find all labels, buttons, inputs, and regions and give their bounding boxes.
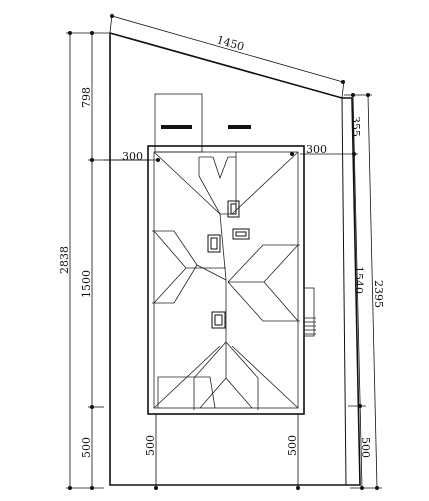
top-dimension: 1450	[109, 13, 345, 99]
hip-br	[231, 345, 299, 409]
site-boundary	[109, 32, 361, 486]
top-dim-tick-right	[341, 80, 345, 84]
bottom-left-block	[157, 376, 216, 409]
right-dimensions: 355 1540 500 2395	[300, 93, 385, 490]
right-tick-2	[352, 152, 356, 156]
hip-tr	[231, 151, 299, 215]
porch-hip2	[225, 377, 253, 409]
top-dim-line	[111, 15, 344, 83]
bottom-dimensions: 500 500	[144, 414, 300, 490]
vent-3-outer	[207, 234, 221, 253]
offset-right-tick	[290, 152, 294, 156]
left-lower-label: 500	[80, 437, 93, 458]
right-middle-label: 1540	[352, 266, 365, 294]
top-dim-label: 1450	[215, 33, 245, 53]
right-chain-line	[352, 94, 363, 489]
left-total-label: 2838	[58, 246, 71, 274]
porch-bottom	[193, 341, 259, 410]
right-tick-6	[375, 486, 379, 490]
wing-right-hip2	[263, 281, 299, 322]
gate-bar-left	[161, 125, 192, 129]
right-lower-label: 500	[359, 437, 372, 458]
right-tick-4	[360, 486, 364, 490]
vent-1-outer	[227, 200, 240, 218]
house-inner	[153, 151, 299, 409]
vent-1-inner	[230, 203, 237, 215]
vent-2-outer	[232, 228, 250, 240]
gate-bar-right	[228, 125, 251, 129]
stair-frame	[303, 287, 315, 337]
right-upper-label: 355	[349, 116, 362, 137]
bottom-left-label: 500	[144, 435, 157, 456]
right-tick-5	[366, 93, 370, 97]
roof-lines	[152, 151, 300, 410]
left-dimensions: 798 1500 500 2838	[58, 31, 150, 490]
house-footprint	[147, 145, 305, 415]
hip-tl	[153, 151, 221, 215]
vent-2-inner	[235, 231, 247, 237]
top-dim-tick-left	[110, 14, 114, 18]
dormer-top	[198, 156, 237, 215]
right-tick-1	[351, 93, 355, 97]
boundary-inner-right	[341, 97, 347, 486]
vent-4-inner	[214, 314, 223, 326]
right-total-label: 2395	[372, 280, 385, 308]
side-stair	[303, 287, 316, 337]
wing-left-valley	[196, 264, 227, 281]
house-outer	[147, 145, 305, 415]
offset-dimensions: 300 300	[104, 143, 327, 163]
offset-left-tick	[156, 158, 160, 162]
wing-left-hip1	[153, 230, 187, 269]
wing-left-hip2	[153, 267, 187, 304]
vent-3-inner	[210, 237, 218, 250]
left-tick-4	[90, 158, 94, 162]
ridge-top	[219, 213, 227, 281]
left-tick-5	[90, 405, 94, 409]
gate-block	[154, 93, 251, 153]
bottom-right-tick	[296, 486, 300, 490]
offset-right-label: 300	[306, 143, 327, 156]
wing-right	[227, 244, 300, 322]
bottom-left-tick	[154, 486, 158, 490]
bottom-right-label: 500	[286, 435, 299, 456]
left-tick-3	[90, 31, 94, 35]
gate-rect	[154, 93, 203, 153]
offset-left-label: 300	[122, 150, 143, 163]
left-tick-1	[68, 31, 72, 35]
left-tick-6	[90, 486, 94, 490]
wing-left	[152, 230, 198, 304]
right-total-line	[367, 94, 378, 489]
left-upper-label: 798	[80, 87, 93, 108]
porch-hip1	[199, 377, 227, 409]
wing-right-hip1	[263, 244, 299, 283]
left-tick-2	[68, 486, 72, 490]
left-middle-label: 1500	[80, 270, 93, 298]
vent-4-outer	[211, 311, 226, 329]
roof-vents	[207, 200, 250, 329]
right-tick-3	[358, 404, 362, 408]
